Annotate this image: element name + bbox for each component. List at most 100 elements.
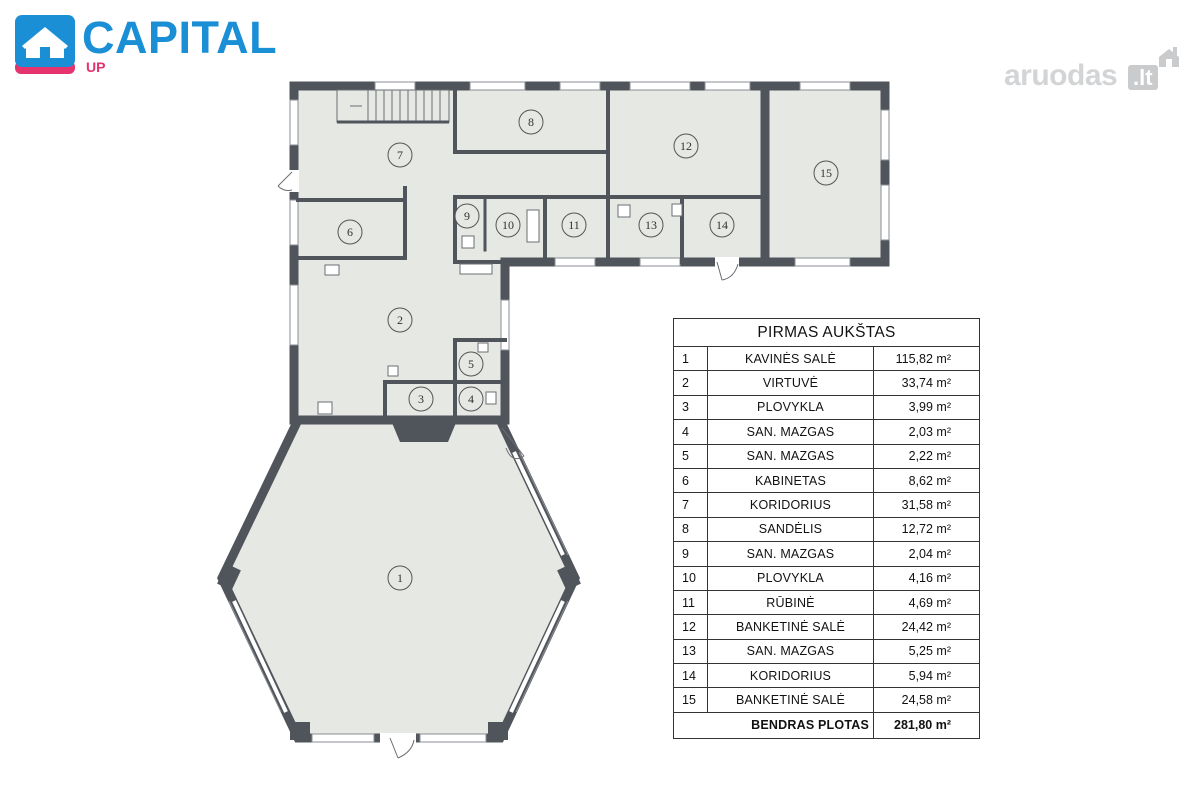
room-name: SAN. MAZGAS: [707, 443, 874, 469]
room-number: 10: [673, 565, 708, 591]
doors: [277, 170, 739, 759]
room-area: 2,04 m²: [872, 541, 981, 567]
room-label-2: 2: [387, 307, 413, 333]
svg-text:5: 5: [468, 357, 474, 371]
room-name: SAN. MAZGAS: [707, 638, 874, 665]
room-area: 33,74 m²: [872, 370, 981, 396]
room-name: SANDĖLIS: [707, 516, 874, 543]
svg-text:4: 4: [468, 392, 474, 406]
watermark-suffix: .lt: [1128, 65, 1158, 90]
room-label-7: 7: [387, 142, 413, 168]
room-name: KABINETAS: [707, 467, 874, 494]
room-name: VIRTUVĖ: [707, 370, 874, 396]
room-name: SAN. MAZGAS: [707, 541, 874, 567]
room-label-6: 6: [337, 219, 363, 245]
room-name: KORIDORIUS: [707, 492, 874, 518]
room-number: 8: [673, 516, 708, 543]
room-label-4: 4: [458, 386, 484, 412]
room-name: SAN. MAZGAS: [707, 419, 874, 445]
room-area: 2,03 m²: [872, 419, 981, 445]
room-name: KAVINĖS SALĖ: [707, 345, 874, 372]
room-number: 5: [673, 443, 708, 469]
room-name: PLOVYKLA: [707, 565, 874, 591]
capital-up-logo: CAPITAL UP: [14, 12, 278, 76]
room-number: 14: [673, 663, 708, 689]
svg-text:14: 14: [716, 218, 728, 232]
watermark-text: aruodas: [1004, 59, 1118, 92]
area-table-header-row: PIRMAS AUKŠTAS: [672, 318, 981, 347]
windows: [289, 81, 890, 743]
svg-text:8: 8: [528, 115, 534, 129]
room-area: 5,94 m²: [872, 663, 981, 689]
room-label-11: 11: [561, 212, 587, 238]
svg-text:10: 10: [502, 218, 514, 232]
room-number: 3: [673, 394, 708, 421]
room-label-10: 10: [495, 212, 521, 238]
svg-text:2: 2: [397, 313, 403, 327]
room-area: 8,62 m²: [872, 467, 981, 494]
room-number: 7: [673, 492, 708, 518]
room-number: 9: [673, 541, 708, 567]
area-table-title: PIRMAS AUKŠTAS: [672, 318, 981, 347]
house-logo-icon: [15, 15, 75, 74]
room-label-15: 15: [813, 160, 839, 186]
room-area: 4,69 m²: [872, 589, 981, 616]
room-number: 6: [673, 467, 708, 494]
room-number: 2: [673, 370, 708, 396]
logo-subtitle: UP: [86, 59, 106, 75]
room-area: 24,42 m²: [872, 614, 981, 640]
room-number: 12: [673, 614, 708, 640]
svg-text:7: 7: [397, 148, 403, 162]
svg-text:11: 11: [568, 218, 580, 232]
room-name: RŪBINĖ: [707, 589, 874, 616]
room-area: 31,58 m²: [872, 492, 981, 518]
svg-text:6: 6: [347, 225, 353, 239]
interior-walls: [296, 86, 767, 422]
room-area: 3,99 m²: [872, 394, 981, 421]
room-name: BANKETINĖ SALĖ: [707, 687, 874, 713]
logo-name: CAPITAL: [82, 12, 278, 63]
room-area: 115,82 m²: [872, 345, 981, 372]
room-area: 2,22 m²: [872, 443, 981, 469]
room-number: 13: [673, 638, 708, 665]
total-area-label: BENDRAS PLOTAS: [673, 711, 874, 739]
room-label-8: 8: [518, 109, 544, 135]
room-area: 12,72 m²: [872, 516, 981, 543]
svg-text:12: 12: [680, 139, 692, 153]
svg-text:15: 15: [820, 166, 832, 180]
room-label-5: 5: [458, 351, 484, 377]
svg-text:13: 13: [645, 218, 657, 232]
room-area: 24,58 m²: [872, 687, 981, 713]
svg-text:3: 3: [418, 392, 424, 406]
room-label-12: 12: [673, 133, 699, 159]
room-area: 4,16 m²: [872, 565, 981, 591]
room-label-1: 1: [387, 565, 413, 591]
room-label-9: 9: [454, 203, 480, 229]
room-number: 4: [673, 419, 708, 445]
room-number: 11: [673, 589, 708, 616]
stairs: [336, 89, 450, 124]
room-name: KORIDORIUS: [707, 663, 874, 689]
room-name: BANKETINĖ SALĖ: [707, 614, 874, 640]
room-label-14: 14: [709, 212, 735, 238]
room-label-3: 3: [408, 386, 434, 412]
room-number: 15: [673, 687, 708, 713]
